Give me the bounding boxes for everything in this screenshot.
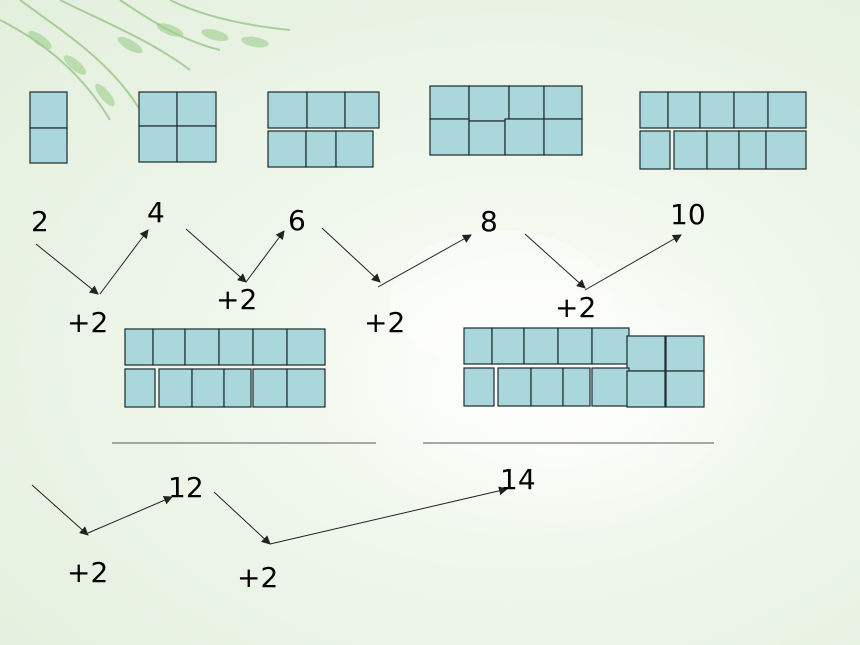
arrow-2-down (35, 243, 99, 295)
tile-group-14 (463, 327, 705, 408)
arrow-8-down (524, 233, 586, 289)
arrow-8-up (377, 234, 472, 288)
tile-group-4 (138, 91, 217, 163)
increment-label: +2 (216, 283, 257, 316)
number-14: 14 (500, 463, 536, 496)
arrow-6-up (245, 230, 285, 283)
increment-label: +2 (67, 306, 108, 339)
tile-group-12 (124, 328, 326, 408)
increment-label: +2 (67, 556, 108, 589)
tile-group-6 (267, 91, 380, 168)
increment-label: +2 (364, 306, 405, 339)
number-12: 12 (168, 471, 204, 504)
tile-group-10 (639, 91, 807, 170)
willow-leaves-icon (0, 0, 291, 121)
arrow-12-up (87, 496, 173, 534)
tile-group-2 (29, 91, 68, 164)
arrow-10-up (584, 234, 682, 291)
arrows (31, 227, 682, 545)
number-4: 4 (147, 196, 165, 229)
number-2: 2 (31, 205, 49, 238)
number-8: 8 (480, 205, 498, 238)
tile-group-8 (429, 85, 583, 156)
arrow-4-up (99, 229, 149, 295)
arrow-10-down (31, 484, 89, 536)
arrow-14-up (269, 486, 508, 545)
arrow-12-down (213, 491, 271, 545)
number-6: 6 (288, 204, 306, 237)
arrow-4-down (185, 228, 247, 283)
leaf-cluster-icon (28, 23, 269, 107)
arrow-6-down (321, 227, 381, 283)
number-10: 10 (670, 198, 706, 231)
increment-label: +2 (555, 291, 596, 324)
increment-label: +2 (237, 561, 278, 594)
